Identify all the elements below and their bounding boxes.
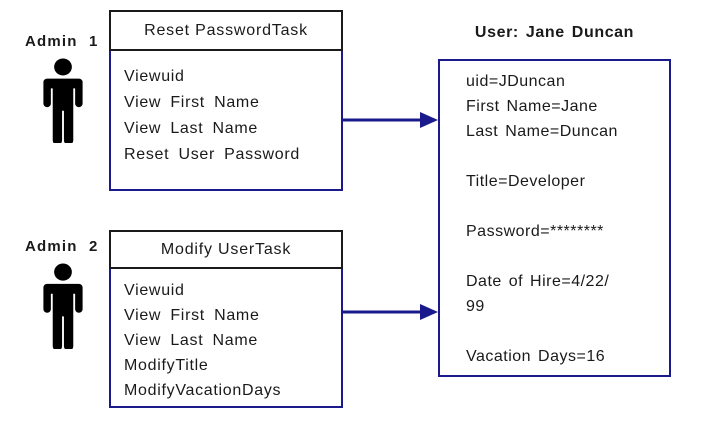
task2-title: Modify UserTask	[160, 240, 292, 258]
user-attributes-box: uid=JDuncan First Name=Jane Last Name=Du…	[438, 59, 671, 377]
user-attribute-line: 99	[466, 298, 485, 315]
user-title: User: Jane Duncan	[474, 24, 635, 41]
admin1-label: Admin 1	[25, 33, 99, 50]
task2-permissions: Viewuid View First Name View Last Name M…	[109, 269, 343, 408]
person-icon	[43, 263, 83, 349]
user-attribute-line: uid=JDuncan	[466, 73, 566, 90]
permission-item: View First Name	[124, 94, 260, 111]
permission-item: View Last Name	[124, 332, 259, 349]
user-attribute-line	[466, 319, 669, 344]
task2-box: Modify UserTask Viewuid View First Name …	[109, 230, 343, 408]
person-icon	[43, 58, 83, 143]
user-attribute-line: Last Name=Duncan	[466, 123, 618, 140]
permission-item: Reset User Password	[124, 146, 301, 163]
task1-title: Reset PasswordTask	[144, 21, 308, 39]
task1-box: Reset PasswordTask Viewuid View First Na…	[109, 10, 343, 191]
permission-item: Viewuid	[124, 282, 185, 299]
user-attribute-line	[466, 144, 669, 169]
permission-item: ModifyTitle	[124, 357, 209, 374]
user-attribute-line: Title=Developer	[466, 173, 586, 190]
admin2-label: Admin 2	[25, 238, 99, 255]
task2-header: Modify UserTask	[109, 230, 343, 269]
permission-item: View First Name	[124, 307, 260, 324]
user-attribute-line	[466, 194, 669, 219]
permission-item: View Last Name	[124, 120, 259, 137]
task1-permissions: Viewuid View First Name View Last Name R…	[109, 51, 343, 191]
user-attribute-line	[466, 244, 669, 269]
user-attribute-line: Date of Hire=4/22/	[466, 273, 610, 290]
arrow-task1-to-user	[343, 112, 438, 128]
arrow-task2-to-user	[343, 304, 438, 320]
task1-header: Reset PasswordTask	[109, 10, 343, 51]
user-attribute-line: First Name=Jane	[466, 98, 598, 115]
permission-item: ModifyVacationDays	[124, 382, 282, 399]
user-attribute-line: Vacation Days=16	[466, 348, 606, 365]
permission-item: Viewuid	[124, 68, 185, 85]
user-attribute-line: Password=********	[466, 223, 604, 240]
